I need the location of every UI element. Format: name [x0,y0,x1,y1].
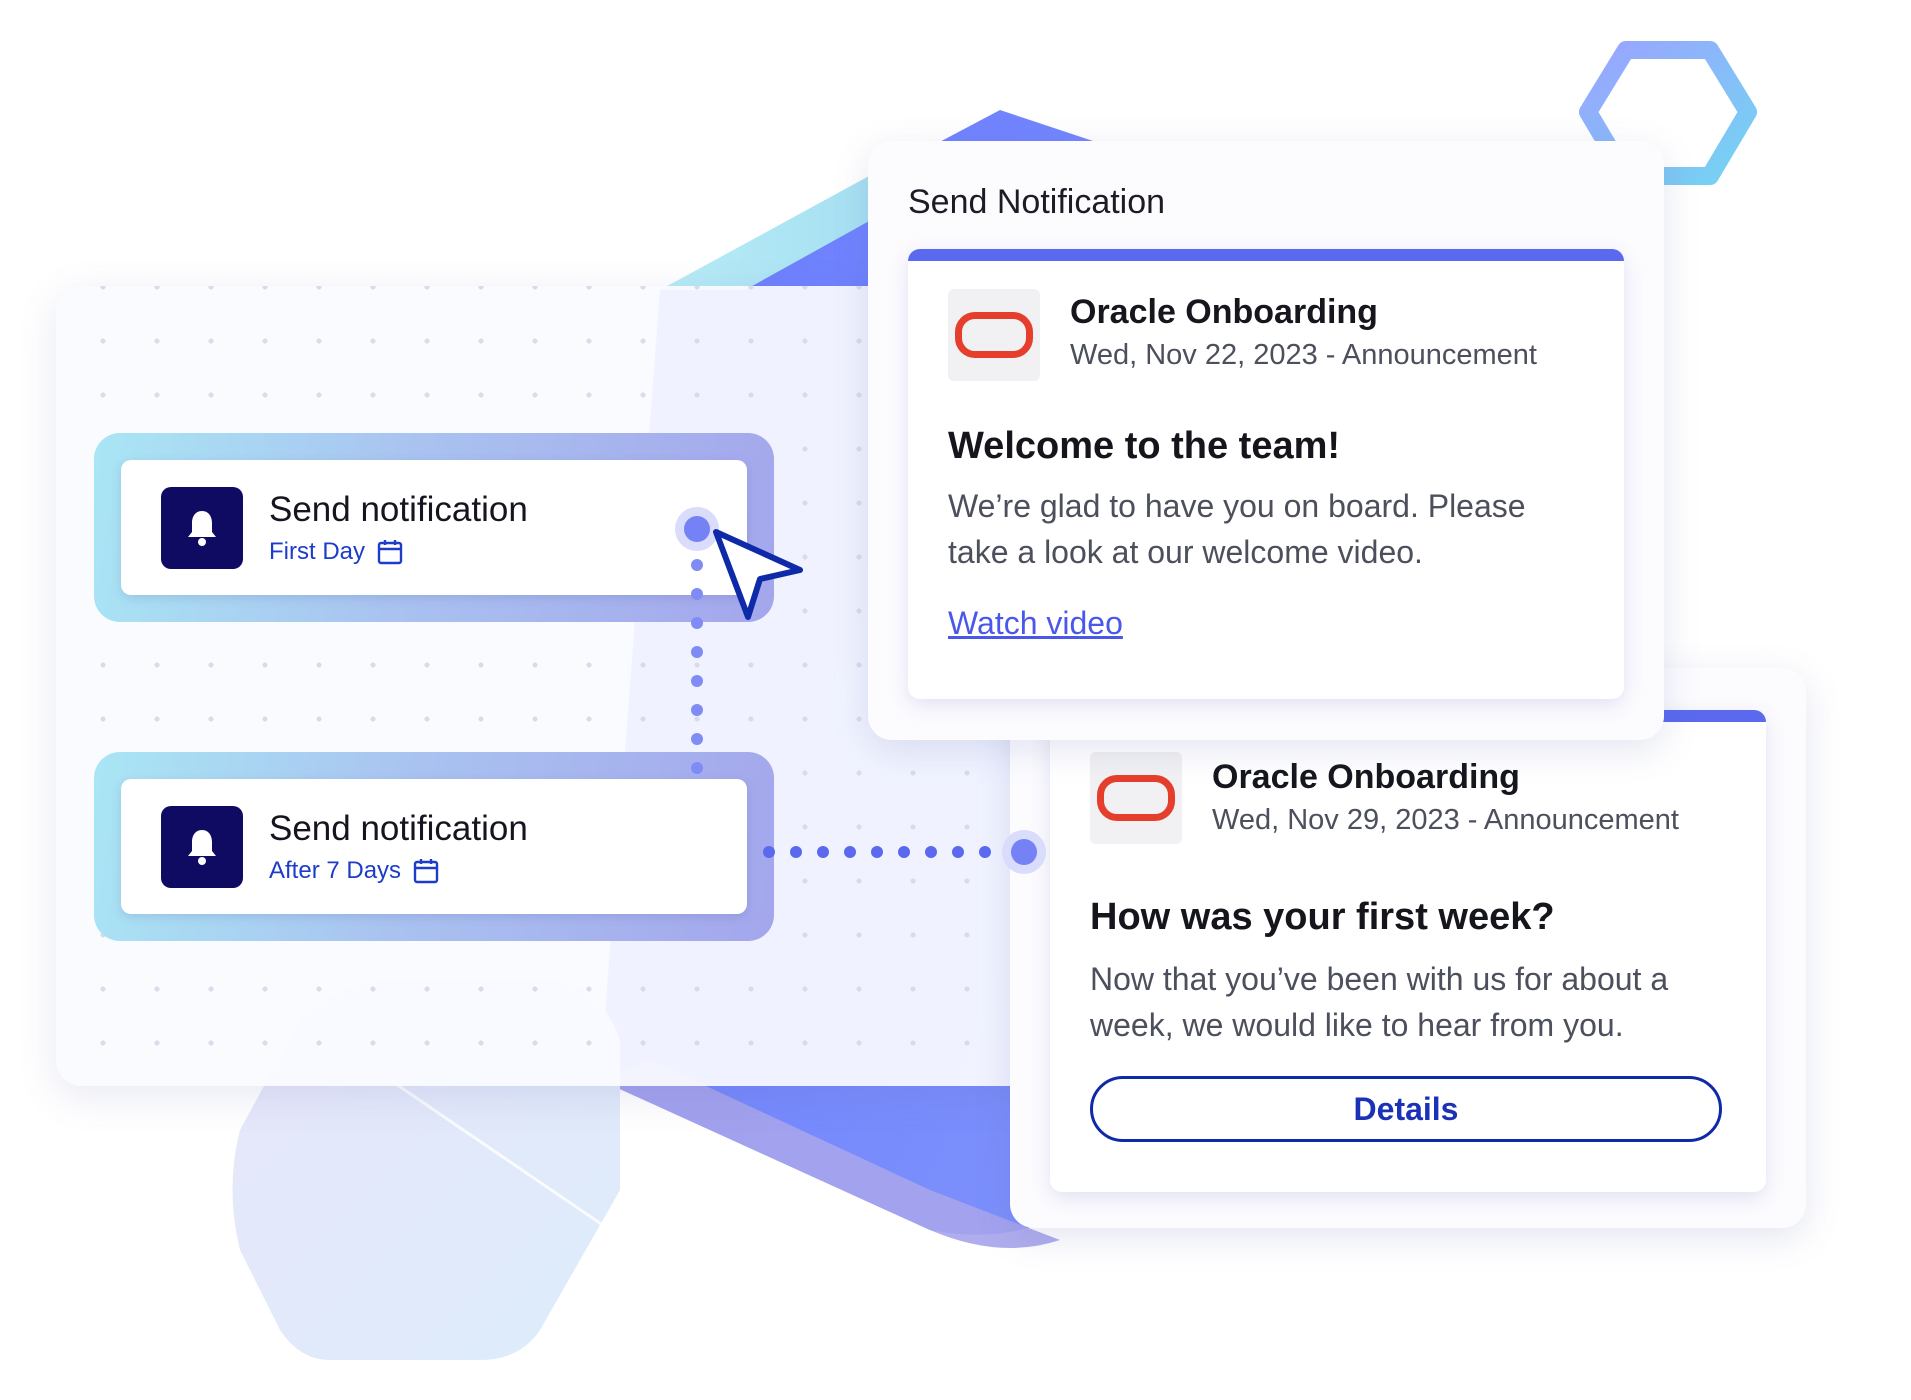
date-line: Wed, Nov 22, 2023 - Announcement [1070,339,1537,371]
workflow-node-card[interactable]: Send notification First Day [121,460,747,595]
workflow-node-first-day[interactable]: Send notification First Day [94,433,774,622]
bell-icon [188,511,216,546]
hexagon-ring-shape [1579,41,1757,185]
node-title: Send notification [269,490,528,529]
node-title: Send notification [269,809,528,848]
sender-name: Oracle Onboarding [1212,758,1520,796]
notification-card-first: Oracle Onboarding Wed, Nov 22, 2023 - An… [908,249,1624,699]
node-schedule[interactable]: First Day [269,538,403,566]
node-schedule-label: First Day [269,538,365,565]
card-accent-bar [908,249,1624,261]
bell-icon [188,830,216,865]
notification-heading: Welcome to the team! [948,425,1341,467]
notification-body: Now that you’ve been with us for about a… [1090,961,1669,1043]
notification-panel-second: Oracle Onboarding Wed, Nov 29, 2023 - An… [1010,668,1806,1228]
watch-video-link[interactable]: Watch video [948,605,1123,641]
date-line: Wed, Nov 29, 2023 - Announcement [1212,804,1679,836]
oracle-logo-icon [955,312,1033,358]
workflow-node-after-7-days[interactable]: Send notification After 7 Days [94,752,774,941]
panel-title: Send Notification [908,183,1166,221]
calendar-icon[interactable] [377,539,403,565]
send-notification-panel: Send Notification Oracle Onboarding Wed,… [868,141,1664,740]
bell-icon-box [161,806,243,888]
details-button[interactable]: Details [1090,1076,1722,1142]
oracle-logo [948,289,1040,381]
oracle-logo [1090,752,1182,844]
notification-heading: How was your first week? [1090,896,1555,938]
notification-body: We’re glad to have you on board. Please … [948,488,1526,570]
calendar-icon[interactable] [413,858,439,884]
node-schedule-label: After 7 Days [269,857,402,884]
node-schedule[interactable]: After 7 Days [269,857,439,885]
oracle-logo-icon [1097,775,1175,821]
bell-icon-box [161,487,243,569]
sender-name: Oracle Onboarding [1070,293,1378,331]
notification-card-second: Oracle Onboarding Wed, Nov 29, 2023 - An… [1050,710,1766,1192]
workflow-node-card[interactable]: Send notification After 7 Days [121,779,747,914]
